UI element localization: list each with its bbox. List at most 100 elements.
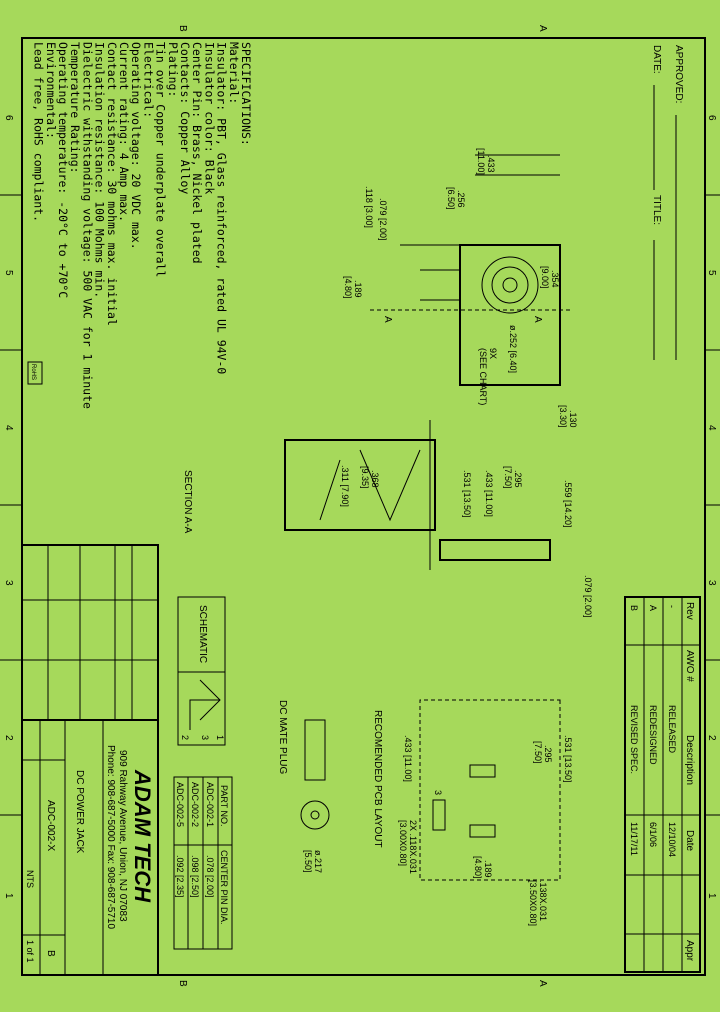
spec-line: SPECIFICATIONS: (239, 42, 253, 146)
dimension: .118 [3.00] (364, 186, 374, 228)
spec-line: Electrical: (141, 42, 155, 118)
dimension: [9.00] (540, 266, 550, 289)
date-label: DATE: (651, 45, 662, 74)
awo-header: AWO # (684, 650, 695, 682)
zone-b: B (177, 25, 188, 32)
date-cell: 11/17/11 (629, 822, 639, 856)
center-pin-header: CENTER PIN DIA. (219, 850, 229, 925)
appr-header: Appr (684, 940, 695, 962)
scale: NTS (25, 870, 35, 888)
mate-plug-title: DC MATE PLUG (277, 700, 288, 774)
zone-markers: 6 5 4 3 2 1 6 5 4 3 2 1 A B A B (0, 25, 720, 987)
zone-3-bottom: 3 (3, 580, 14, 586)
pcb-layout-title: RECOMENDED PCB LAYOUT (372, 710, 383, 848)
company-address: 909 Rahway Avenue, Union, NJ 07083 (117, 750, 128, 922)
dimension: [7.50] (503, 466, 513, 489)
spec-line: Dielectric withstanding voltage: 500 VAC… (80, 42, 94, 409)
zone-4-bottom: 4 (3, 425, 14, 431)
dimension: [3.50X0.80] (528, 880, 538, 926)
dimension: .256 (456, 190, 466, 208)
spec-line: Temperature Rating: (68, 42, 82, 174)
dimension: [6.50] (446, 187, 456, 210)
dimension: 2X .118X.031 (408, 820, 418, 874)
date-cell: 6/1/06 (648, 822, 658, 847)
section-label: SECTION A-A (182, 470, 193, 534)
spec-line: Tin over Copper underplate overall (154, 42, 168, 277)
spec-line: Center Pin: Brass, Nickel plated (190, 42, 204, 264)
dimension: .295 (543, 745, 553, 763)
schematic-title: SCHEMATIC (197, 605, 208, 663)
dimension: .295 (513, 470, 523, 488)
spec-line: Operating temperature: -20°C to +70°C (56, 42, 70, 298)
zone-a: A (537, 25, 548, 32)
spec-line: Contacts: Copper Alloy (178, 42, 192, 194)
rev-header: Rev (684, 602, 695, 620)
part-no-cell: ADC-002-2 (190, 782, 200, 827)
dimension: (SEE CHART) (478, 348, 488, 405)
spec-line: Lead free, RoHS compliant. (32, 42, 46, 222)
dimension: 9X (488, 348, 498, 359)
spec-line: Environmental: (44, 42, 58, 139)
zone-6-bottom: 6 (3, 115, 14, 121)
part-no-cell: ADC-002-5 (175, 782, 185, 827)
schematic: SCHEMATIC 1 3 2 (177, 596, 226, 746)
approval-header: APPROVED: DATE: TITLE: (651, 45, 684, 360)
rev-cell: B (629, 605, 639, 611)
part-number: ADC-002-X (45, 800, 56, 851)
dimension: .433 (486, 155, 496, 173)
pin-dia-cell: .092 [2.35] (175, 855, 185, 898)
zone-4: 4 (706, 425, 717, 431)
dimension: .531 [13.50] (563, 735, 573, 783)
dimension: [4.80] (473, 856, 483, 879)
pin-label: 3 (200, 735, 210, 740)
dimension: .079 [2.00] (378, 198, 388, 241)
company-logo: ADAM TECH (130, 769, 155, 903)
dimension: .368 (370, 470, 380, 488)
revision-table: Rev AWO # Description Date Appr - RELEAS… (624, 596, 701, 973)
description-header: Description (684, 735, 695, 785)
dimension: .559 [14.20] (563, 480, 573, 528)
dimension: .531 [13.50] (462, 470, 472, 518)
specifications: SPECIFICATIONS:Material:Insulator: PBT, … (32, 42, 253, 409)
dimension: ø.252 [6.40] (508, 325, 518, 373)
sheet-number: 1 of 1 (25, 940, 35, 963)
pin-dia-cell: .098 [2.50] (190, 855, 200, 898)
sheet-border (21, 37, 706, 976)
dimension: .079 [2.00] (583, 575, 593, 618)
dimension: .189 (483, 860, 493, 878)
spec-line: Current rating: 4 Amp max. (117, 42, 131, 222)
dimension: .433 [11.00] (403, 735, 413, 782)
company-phone: Phone: 908-687-5000 Fax: 908-687-5710 (105, 745, 116, 929)
zone-2-bottom: 2 (3, 735, 14, 741)
revision-letter: B (45, 950, 56, 957)
dimension: .311 [7.90] (340, 465, 350, 507)
zone-2: 2 (706, 735, 717, 741)
zone-b-right: B (177, 980, 188, 987)
description-cell: RELEASED (667, 705, 677, 754)
zone-3: 3 (706, 580, 717, 586)
dimension: ø.217 (313, 850, 323, 873)
dimension: .354 (550, 270, 560, 288)
zone-1: 1 (706, 893, 717, 899)
dimension: [4.80] (343, 276, 353, 299)
drawing-title: DC POWER JACK (74, 770, 85, 854)
spec-line: Plating: (166, 42, 180, 97)
rev-cell: - (667, 605, 677, 608)
date-cell: 12/10/04 (667, 822, 677, 857)
zone-1-bottom: 1 (3, 893, 14, 899)
spec-line: Operating voltage: 20 VDC max. (129, 42, 143, 250)
title-label: TITLE: (651, 195, 662, 225)
title-block: ADAM TECH 909 Rahway Avenue, Union, NJ 0… (21, 544, 159, 976)
spec-line: Insulator: PBT, Glass reinforced, rated … (215, 42, 229, 374)
section-view: SECTION A-A .130 [3.30] .559 [14.20] .29… (182, 405, 593, 618)
pcb-layout: 3 RECOMENDED PCB LAYOUT .531 [13.50] .29… (372, 699, 573, 926)
dimension: [3.30] (558, 405, 568, 428)
top-view: A A .433 [11.00] .256 [6.50] .079 [2.00]… (343, 148, 570, 405)
dimension: .189 (353, 280, 363, 298)
zone-6: 6 (706, 115, 717, 121)
zone-5: 5 (706, 270, 717, 276)
part-table: PART NO. CENTER PIN DIA. ADC-002-1 .078 … (173, 776, 233, 950)
dimension: [7.50] (533, 741, 543, 764)
pin-dia-cell: .078 [2.00] (205, 855, 215, 898)
